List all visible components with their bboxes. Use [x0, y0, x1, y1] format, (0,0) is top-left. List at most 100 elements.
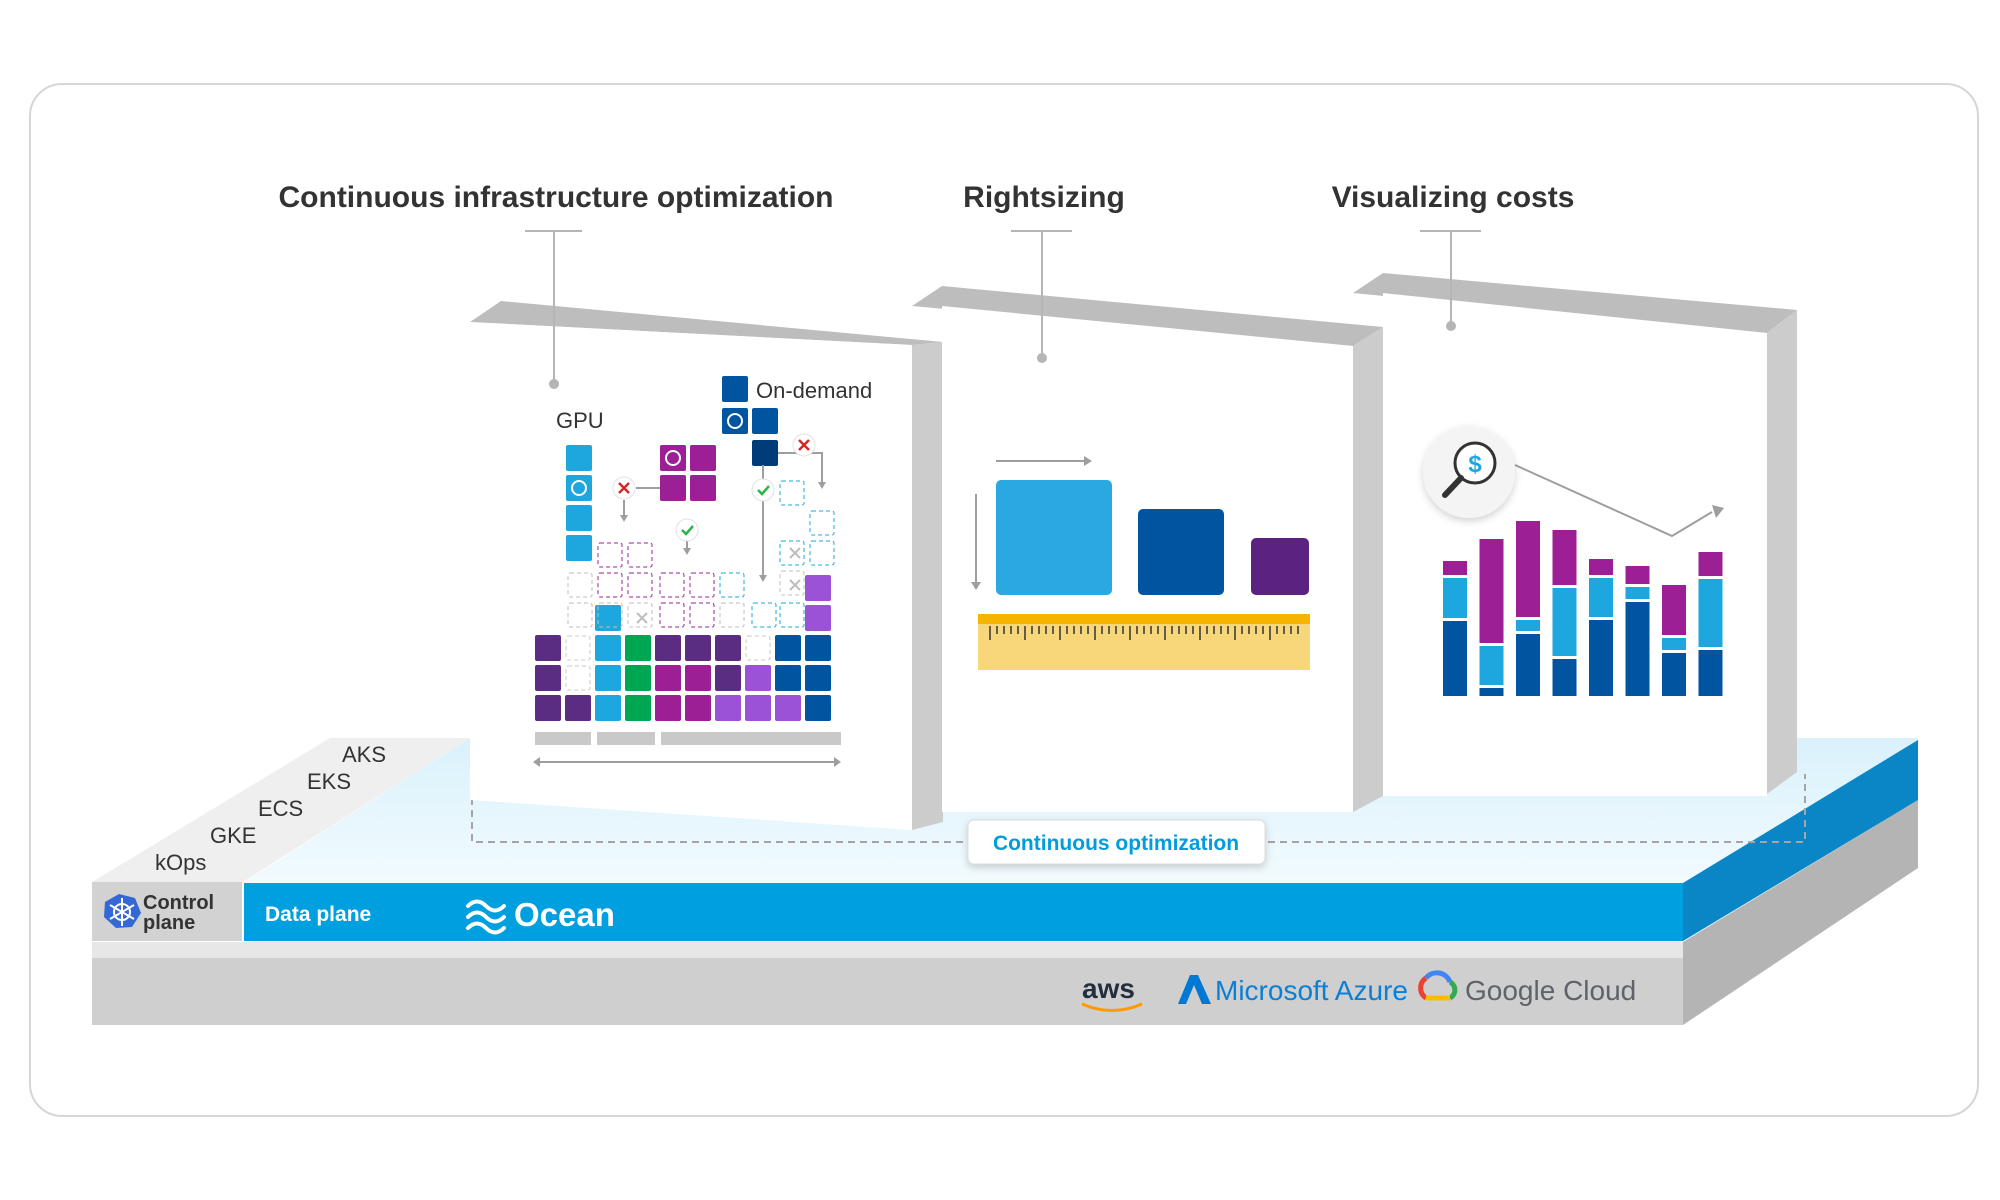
node-block [805, 605, 831, 631]
node-block [775, 695, 801, 721]
node-group-bar [535, 732, 591, 745]
node-block [595, 665, 621, 691]
instance-large [996, 480, 1112, 595]
empty-slot [779, 480, 805, 506]
cost-bar-segment [1698, 650, 1723, 696]
trend-arrow [1514, 464, 1724, 538]
empty-slot [745, 635, 771, 661]
empty-slot [627, 572, 653, 598]
aws-smile-icon [1081, 1002, 1143, 1012]
approve-icon [751, 478, 775, 502]
continuous-optimization-label: Continuous optimization [993, 832, 1239, 855]
ruler-icon [978, 614, 1310, 670]
on-demand-node [722, 408, 748, 434]
check-mark-icon [757, 485, 770, 496]
node-block [625, 665, 651, 691]
cost-bar-segment [1662, 653, 1686, 696]
empty-slot [719, 602, 745, 628]
node-group-bar [597, 732, 655, 745]
cost-bar-segment [1443, 561, 1467, 575]
empty-slot [565, 665, 591, 691]
node-block [655, 635, 681, 661]
dollar-icon: $ [1468, 451, 1482, 478]
node-block [660, 445, 686, 471]
orchestrator-ecs: ECS [258, 796, 303, 821]
cost-bar-segment [1662, 585, 1686, 635]
cost-bar-segment [1552, 659, 1577, 696]
cost-bar-segment [1552, 588, 1577, 656]
orchestrator-aks: AKS [342, 742, 386, 767]
cost-bar-segment [1625, 566, 1650, 584]
on-demand-label: On-demand [756, 378, 872, 403]
cost-bar-segment [1479, 539, 1504, 643]
node-block [805, 635, 831, 661]
node-group-bar [661, 732, 841, 745]
empty-slot [565, 635, 591, 661]
heading-infra-optimization: Continuous infrastructure optimization [279, 181, 834, 214]
node-block [745, 665, 771, 691]
cost-bar-segment [1516, 620, 1540, 631]
empty-slot [659, 602, 685, 628]
node-block [690, 475, 716, 501]
control-plane-label-line2: plane [143, 912, 195, 934]
empty-slot [779, 540, 805, 566]
data-plane-bar [243, 883, 1683, 941]
node-block [715, 635, 741, 661]
empty-slot [719, 572, 745, 598]
empty-slot [567, 602, 593, 628]
control-plane-label-line1: Control [143, 892, 214, 914]
x-mark-icon [789, 547, 801, 559]
data-plane-side [1683, 740, 1918, 941]
arrow-head-icon [834, 757, 841, 767]
cost-bar-segment [1625, 602, 1650, 696]
node-block [655, 665, 681, 691]
cost-bar-chart [1443, 521, 1723, 696]
x-mark-icon [618, 482, 630, 494]
x-mark-icon [636, 612, 648, 624]
cost-bar-segment [1698, 552, 1723, 576]
empty-slot [597, 602, 623, 628]
empty-slot [627, 602, 653, 628]
node-block [715, 695, 741, 721]
ocean-wave-icon [466, 899, 506, 935]
orchestrator-kops: kOps [155, 850, 206, 875]
cost-bar-segment [1479, 646, 1504, 685]
node-block [595, 635, 621, 661]
cost-bar-segment [1443, 621, 1467, 696]
node-block [715, 665, 741, 691]
node-block [535, 665, 561, 691]
node-block [565, 695, 591, 721]
gpu-node [566, 445, 592, 471]
heading-visualizing-costs: Visualizing costs [1332, 181, 1575, 214]
platform-base-front [92, 958, 1683, 1025]
orchestrator-gke: GKE [210, 823, 256, 848]
gpu-node [566, 475, 592, 501]
node-block [685, 665, 711, 691]
node-block [625, 635, 651, 661]
node-block [685, 635, 711, 661]
on-demand-node [752, 440, 778, 466]
gpu-label: GPU [556, 408, 604, 433]
empty-slot [597, 542, 623, 568]
google-cloud-logo-text: Google Cloud [1465, 975, 1636, 1006]
empty-slot [809, 540, 835, 566]
node-block [625, 695, 651, 721]
kubernetes-icon [571, 480, 587, 496]
control-plane-top [92, 738, 470, 882]
platform-base-top [92, 942, 1683, 958]
cost-bar-segment [1625, 587, 1650, 599]
cost-bar-segment [1443, 578, 1467, 618]
empty-slot [751, 602, 777, 628]
data-plane-label: Data plane [265, 903, 371, 926]
node-block [805, 575, 831, 601]
empty-slot [597, 572, 623, 598]
cost-bar-segment [1589, 620, 1613, 696]
node-block [655, 695, 681, 721]
cost-bar-segment [1552, 530, 1577, 585]
approve-icon [675, 518, 699, 542]
resize-arrow-horizontal [996, 456, 1092, 466]
node-block [660, 475, 686, 501]
instance-medium [1138, 509, 1224, 595]
empty-slot [809, 510, 835, 536]
